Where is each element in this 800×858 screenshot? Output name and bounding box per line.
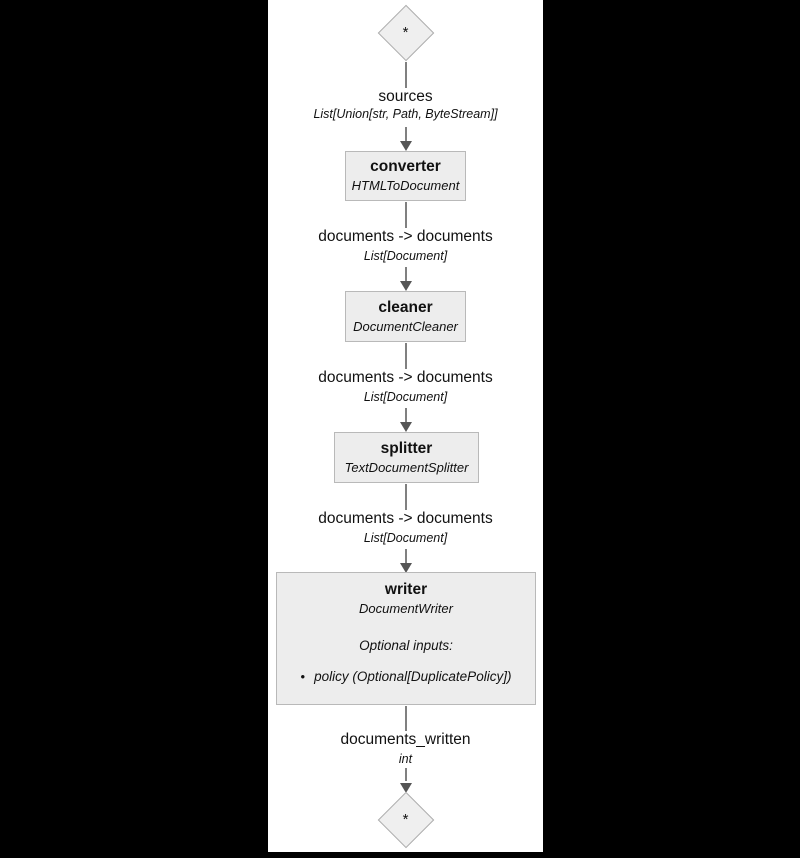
node-cleaner-title: cleaner — [378, 298, 433, 316]
node-writer-component: DocumentWriter — [359, 601, 453, 616]
edge-label-converter-cleaner: documents -> documents — [268, 228, 543, 246]
arrowhead-down-icon — [399, 563, 412, 573]
node-converter: converter HTMLToDocument — [345, 151, 466, 201]
edge-label-splitter-writer: documents -> documents — [268, 510, 543, 528]
exit-node-label: * — [402, 811, 409, 828]
edge-label-sources: sources — [268, 88, 543, 106]
edge-line — [405, 484, 407, 510]
optional-inputs-heading: Optional inputs: — [359, 638, 453, 653]
node-splitter: splitter TextDocumentSplitter — [334, 432, 479, 483]
edge-line — [405, 343, 407, 369]
edge-line — [405, 127, 407, 142]
pipeline-diagram: * sources List[Union[str, Path, ByteStre… — [268, 0, 543, 852]
edge-type-sources: List[Union[str, Path, ByteStream]] — [268, 106, 543, 122]
edge-line — [405, 706, 407, 731]
optional-input-policy: policy (Optional[DuplicatePolicy]) — [314, 669, 512, 684]
edge-label-documents-written: documents_written — [268, 731, 543, 749]
node-cleaner: cleaner DocumentCleaner — [345, 291, 466, 342]
edge-type-documents-written: int — [268, 751, 543, 767]
node-writer-title: writer — [384, 581, 428, 598]
entry-node-label: * — [402, 24, 409, 41]
node-converter-title: converter — [370, 158, 441, 175]
edge-label-cleaner-splitter: documents -> documents — [268, 369, 543, 387]
edge-line — [405, 267, 407, 282]
edge-line — [405, 62, 407, 89]
node-cleaner-component: DocumentCleaner — [353, 318, 458, 334]
edge-line — [405, 768, 407, 781]
edge-type-converter-cleaner: List[Document] — [268, 248, 543, 264]
arrowhead-down-icon — [399, 783, 412, 793]
arrowhead-down-icon — [399, 141, 412, 151]
edge-type-splitter-writer: List[Document] — [268, 530, 543, 546]
arrowhead-down-icon — [399, 422, 412, 432]
node-splitter-component: TextDocumentSplitter — [344, 459, 469, 475]
node-splitter-title: splitter — [380, 439, 433, 457]
edge-line — [405, 549, 407, 564]
node-converter-component: HTMLToDocument — [351, 178, 460, 193]
optional-input-item: • policy (Optional[DuplicatePolicy]) — [301, 668, 512, 686]
arrowhead-down-icon — [399, 281, 412, 291]
edge-line — [405, 408, 407, 423]
edge-type-cleaner-splitter: List[Document] — [268, 389, 543, 405]
edge-line — [405, 202, 407, 228]
bullet-icon: • — [300, 669, 306, 684]
node-writer: writer DocumentWriter Optional inputs: •… — [276, 572, 536, 705]
